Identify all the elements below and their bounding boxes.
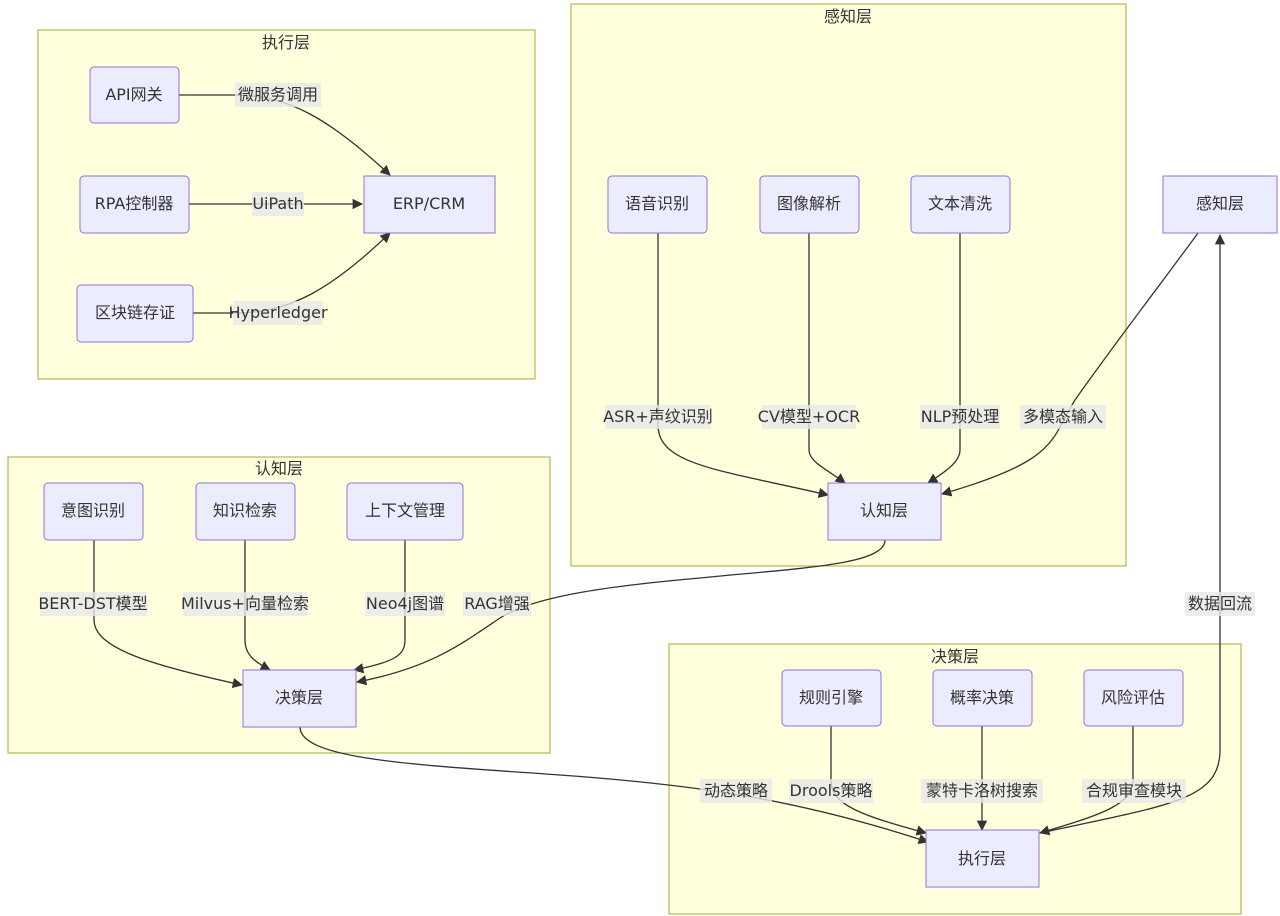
node-knowledge-retrieval-label: 知识检索 [213, 501, 277, 520]
edge-label-nlp: NLP预处理 [921, 407, 1000, 426]
cluster-decision-title: 决策层 [931, 647, 979, 666]
edge-label-multimodal: 多模态输入 [1023, 407, 1103, 426]
edge-intent-to-dec [93, 540, 244, 689]
node-probability-decision-label: 概率决策 [950, 688, 1014, 707]
node-intent-recognition: 意图识别 [43, 482, 144, 541]
edge-label-uipath: UiPath [252, 194, 303, 213]
node-rpa-controller: RPA控制器 [79, 175, 190, 234]
node-speech-recognition-label: 语音识别 [625, 194, 689, 213]
node-decision-layer-label: 决策层 [275, 688, 323, 707]
edge-label-drools: Drools策略 [790, 781, 873, 800]
edge-knowledge-to-dec [244, 540, 271, 671]
cluster-exec-title: 执行层 [262, 33, 310, 52]
edge-perc-to-cog [941, 232, 1199, 497]
node-cognition-layer-label: 认知层 [860, 501, 908, 520]
edge-label-compliance: 合规审查模块 [1086, 781, 1182, 800]
node-speech-recognition: 语音识别 [607, 175, 708, 234]
node-api-gateway: API网关 [89, 66, 180, 124]
node-risk-assessment-label: 风险评估 [1101, 688, 1165, 707]
edge-label-mcts: 蒙特卡洛树搜索 [926, 781, 1038, 800]
edge-image-to-cog [808, 233, 846, 484]
node-blockchain: 区块链存证 [76, 284, 194, 343]
node-risk-assessment: 风险评估 [1083, 669, 1184, 727]
node-knowledge-retrieval: 知识检索 [195, 482, 296, 541]
cluster-perception-title: 感知层 [824, 7, 872, 26]
edge-label-milvus: Milvus+向量检索 [181, 594, 309, 613]
node-probability-decision: 概率决策 [932, 669, 1033, 727]
cluster-cognition-title: 认知层 [255, 459, 303, 478]
node-text-clean-label: 文本清洗 [928, 194, 992, 213]
edge-label-neo4j: Neo4j图谱 [366, 594, 444, 613]
node-api-gateway-label: API网关 [105, 85, 162, 104]
edge-dec-to-exec [299, 726, 929, 845]
edge-label-dynamic: 动态策略 [704, 781, 768, 800]
edge-label-bert: BERT-DST模型 [38, 594, 147, 613]
node-rule-engine-label: 规则引擎 [799, 688, 863, 707]
node-decision-layer: 决策层 [242, 669, 357, 728]
edge-label-microservice: 微服务调用 [238, 85, 318, 104]
node-execution-layer-label: 执行层 [958, 849, 1006, 868]
node-context-management: 上下文管理 [346, 482, 464, 541]
edges [93, 94, 1226, 845]
node-blockchain-label: 区块链存证 [95, 303, 175, 322]
node-rpa-controller-label: RPA控制器 [95, 194, 174, 213]
node-image-parse-label: 图像解析 [777, 194, 841, 213]
node-image-parse: 图像解析 [759, 175, 860, 234]
edge-text-to-cog [927, 233, 961, 484]
edge-labels: 微服务调用 UiPath Hyperledger ASR+声纹识别 CV模型+O… [38, 83, 1255, 803]
node-context-management-label: 上下文管理 [365, 501, 445, 520]
edge-label-hyperledger: Hyperledger [228, 303, 328, 322]
nodes: API网关 RPA控制器 区块链存证 ERP/CRM 语音识别 图像解析 文本清… [43, 66, 1278, 888]
cluster-perception: 感知层 [570, 3, 1127, 567]
edge-cog-to-dec [355, 539, 886, 686]
edge-label-data-flow: 数据回流 [1188, 594, 1252, 613]
node-text-clean: 文本清洗 [910, 175, 1011, 234]
edge-label-cv-ocr: CV模型+OCR [758, 407, 860, 426]
edge-label-asr: ASR+声纹识别 [603, 407, 713, 426]
node-execution-layer: 执行层 [925, 829, 1040, 888]
edge-label-rag: RAG增强 [464, 594, 530, 613]
edge-context-to-dec [352, 540, 406, 674]
node-rule-engine: 规则引擎 [781, 669, 882, 727]
edge-speech-to-cog [657, 233, 830, 498]
node-intent-recognition-label: 意图识别 [61, 501, 125, 520]
node-cognition-layer: 认知层 [827, 482, 942, 541]
node-erp-crm-label: ERP/CRM [393, 194, 465, 213]
node-perception-layer-label: 感知层 [1196, 194, 1244, 213]
node-perception-layer: 感知层 [1162, 175, 1278, 234]
node-erp-crm: ERP/CRM [363, 175, 496, 234]
